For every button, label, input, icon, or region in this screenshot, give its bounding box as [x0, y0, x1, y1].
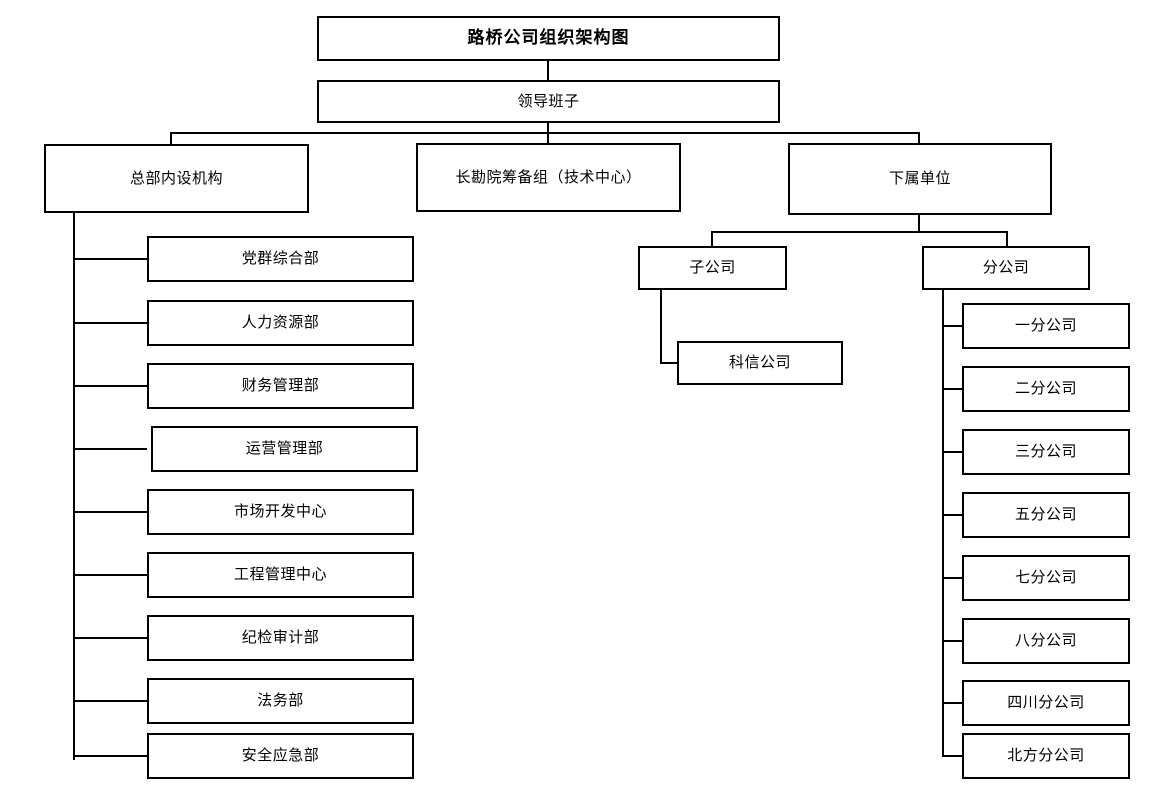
node-headquarters: 总部内设机构	[44, 144, 309, 213]
node-branch-item-3: 五分公司	[962, 492, 1130, 538]
node-department-item-2: 财务管理部	[147, 363, 414, 409]
connector-bus-to-subordinate	[918, 132, 920, 144]
node-department-item-6: 纪检审计部	[147, 615, 414, 661]
connector-branch-stub	[942, 451, 962, 453]
node-company-title: 路桥公司组织架构图	[317, 16, 780, 61]
node-leadership: 领导班子	[317, 80, 780, 123]
connector-subordinate-dropline	[918, 215, 920, 232]
node-subordinate-units: 下属单位	[788, 143, 1052, 215]
connector-department-stub	[73, 448, 147, 450]
connector-leadership-dropline	[547, 123, 549, 134]
connector-department-stub	[73, 700, 147, 702]
connector-department-stub	[73, 322, 147, 324]
connector-branch-stub	[942, 755, 962, 757]
connector-subsidiary-to-kexin	[660, 362, 679, 364]
connector-department-stub	[73, 511, 147, 513]
node-tech-center: 长勘院筹备组（技术中心）	[416, 143, 681, 212]
connector-department-stub	[73, 755, 147, 757]
connector-department-stub	[73, 385, 147, 387]
connector-branch-stub	[942, 325, 962, 327]
node-department-item-7: 法务部	[147, 678, 414, 724]
connector-subsidiary-spine	[660, 290, 662, 363]
node-kexin-company: 科信公司	[677, 341, 843, 385]
connector-bus-to-headquarters	[170, 132, 172, 145]
node-branch-company: 分公司	[922, 246, 1090, 290]
connector-bus-to-branch	[1006, 231, 1008, 247]
node-department-item-1: 人力资源部	[147, 300, 414, 346]
connector-bus-to-tech-center	[547, 132, 549, 144]
connector-department-stub	[73, 574, 147, 576]
connector-branch-stub	[942, 388, 962, 390]
connector-department-stub	[73, 637, 147, 639]
connector-department-stub	[73, 258, 147, 260]
node-subsidiary: 子公司	[638, 246, 787, 290]
connector-bus-to-subsidiary	[711, 231, 713, 247]
node-branch-item-6: 四川分公司	[962, 680, 1130, 726]
node-department-item-5: 工程管理中心	[147, 552, 414, 598]
node-branch-item-1: 二分公司	[962, 366, 1130, 412]
connector-branch-stub	[942, 702, 962, 704]
node-department-item-3: 运营管理部	[151, 426, 418, 472]
connector-branch-stub	[942, 640, 962, 642]
connector-branch-stub	[942, 514, 962, 516]
connector-subordinate-bus	[711, 231, 1008, 233]
connector-departments-spine	[73, 213, 75, 760]
node-department-item-0: 党群综合部	[147, 236, 414, 282]
connector-branches-spine	[942, 290, 944, 756]
node-branch-item-7: 北方分公司	[962, 733, 1130, 779]
connector-level2-bus	[170, 132, 920, 134]
connector-branch-stub	[942, 577, 962, 579]
connector-title-to-leadership	[547, 61, 549, 80]
node-branch-item-0: 一分公司	[962, 303, 1130, 349]
node-branch-item-4: 七分公司	[962, 555, 1130, 601]
node-department-item-4: 市场开发中心	[147, 489, 414, 535]
node-branch-item-2: 三分公司	[962, 429, 1130, 475]
node-branch-item-5: 八分公司	[962, 618, 1130, 664]
node-department-item-8: 安全应急部	[147, 733, 414, 779]
